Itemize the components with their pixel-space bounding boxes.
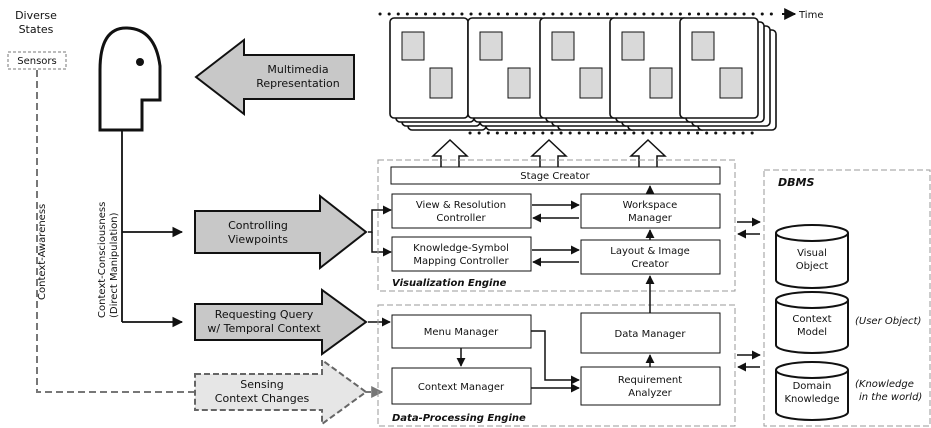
context-model-db: [775, 291, 849, 354]
stage-creator-label: Stage Creator: [520, 171, 590, 182]
sensors-label: Sensors: [17, 56, 57, 67]
fork-line-2: [371, 232, 392, 257]
layout-image-box: [580, 239, 721, 275]
head-icon: [98, 26, 162, 132]
workspace-box: [580, 193, 721, 229]
context-manager-label: Context Manager: [418, 382, 505, 393]
sensing-arrow: [194, 358, 368, 426]
knowledge-world-label-1: (Knowledge: [855, 379, 914, 390]
knowledge-symbol-label-2: Mapping Controller: [413, 256, 509, 267]
up-arrow-2: [530, 138, 568, 170]
requesting-label-1: Requesting Query: [215, 308, 314, 321]
menu-to-requirement: [531, 330, 580, 385]
multimedia-label-2: Representation: [256, 77, 340, 90]
sensing-label-2: Context Changes: [215, 392, 310, 405]
up-arrow-3: [629, 138, 667, 170]
requirement-label-2: Analyzer: [628, 388, 672, 399]
multimedia-arrow: [194, 37, 355, 117]
requirement-label-1: Requirement: [618, 375, 682, 386]
screen-panel-a: [401, 31, 425, 61]
dbms-box: [763, 169, 931, 427]
requesting-label-2: w/ Temporal Context: [207, 322, 321, 335]
knowledge-world-label-2: in the world): [859, 392, 922, 403]
screen-panel-b: [579, 67, 603, 99]
data-manager-box: [580, 312, 721, 354]
stage-creator-box: [390, 166, 721, 185]
screen-stack-group: [389, 17, 777, 131]
menu-manager-box: [391, 314, 532, 349]
screen-panel-b: [719, 67, 743, 99]
view-resolution-label-2: Controller: [436, 213, 486, 224]
direct-manipulation-label: (Direct Manipulation): [109, 212, 120, 318]
screen-panel-b: [507, 67, 531, 99]
knowledge-symbol-box: [391, 236, 532, 272]
layout-image-label-2: Creator: [631, 259, 669, 270]
fork-line: [368, 205, 392, 233]
screen-panel-a: [479, 31, 503, 61]
requesting-arrow: [194, 288, 368, 356]
knowledge-symbol-label-1: Knowledge-Symbol: [413, 243, 509, 254]
data-processing-engine-box: [377, 304, 736, 427]
visual-object-label-2: Object: [796, 261, 829, 272]
view-resolution-box: [391, 193, 532, 229]
workspace-label-2: Manager: [628, 213, 673, 224]
controlling-arrow: [194, 193, 368, 271]
layout-image-label-1: Layout & Image: [610, 246, 689, 257]
view-resolution-label-1: View & Resolution: [416, 200, 506, 211]
workspace-label-1: Workspace: [623, 200, 678, 211]
user-object-label: (User Object): [855, 316, 921, 327]
time-label: Time: [798, 10, 823, 21]
context-model-label-1: Context: [792, 314, 831, 325]
domain-knowledge-db: [775, 361, 849, 421]
domain-knowledge-label-1: Domain: [793, 381, 832, 392]
diverse-states-line2: States: [19, 23, 54, 36]
context-manager-box: [391, 367, 532, 405]
sensing-label-1: Sensing: [240, 378, 283, 391]
domain-knowledge-label-2: Knowledge: [785, 394, 840, 405]
screen-panel-b: [649, 67, 673, 99]
visual-object-label-1: Visual: [797, 248, 827, 259]
data-manager-label: Data Manager: [615, 329, 687, 340]
context-consciousness-label: Context-Consciousness: [97, 202, 108, 318]
controlling-label-1: Controlling: [228, 219, 288, 232]
data-processing-engine-label: Data-Processing Engine: [392, 413, 526, 424]
context-model-label-2: Model: [797, 327, 827, 338]
up-arrow-1: [431, 138, 469, 170]
context-awareness-label: Context-Awareness: [37, 204, 48, 300]
screen-panel-b: [429, 67, 453, 99]
requirement-box: [580, 366, 721, 406]
dbms-label: DBMS: [778, 176, 814, 189]
visualization-engine-box: [377, 159, 736, 292]
multimedia-label-1: Multimedia: [267, 63, 328, 76]
eye-icon: [136, 58, 144, 66]
menu-manager-label: Menu Manager: [424, 327, 499, 338]
visual-object-db: [775, 224, 849, 289]
sensors-box: [7, 51, 67, 70]
visualization-engine-label: Visualization Engine: [392, 278, 507, 289]
diverse-states-line1: Diverse: [15, 9, 57, 22]
screen-panel-a: [621, 31, 645, 61]
screen-panel-a: [691, 31, 715, 61]
screen-panel-a: [551, 31, 575, 61]
controlling-label-2: Viewpoints: [228, 233, 288, 246]
